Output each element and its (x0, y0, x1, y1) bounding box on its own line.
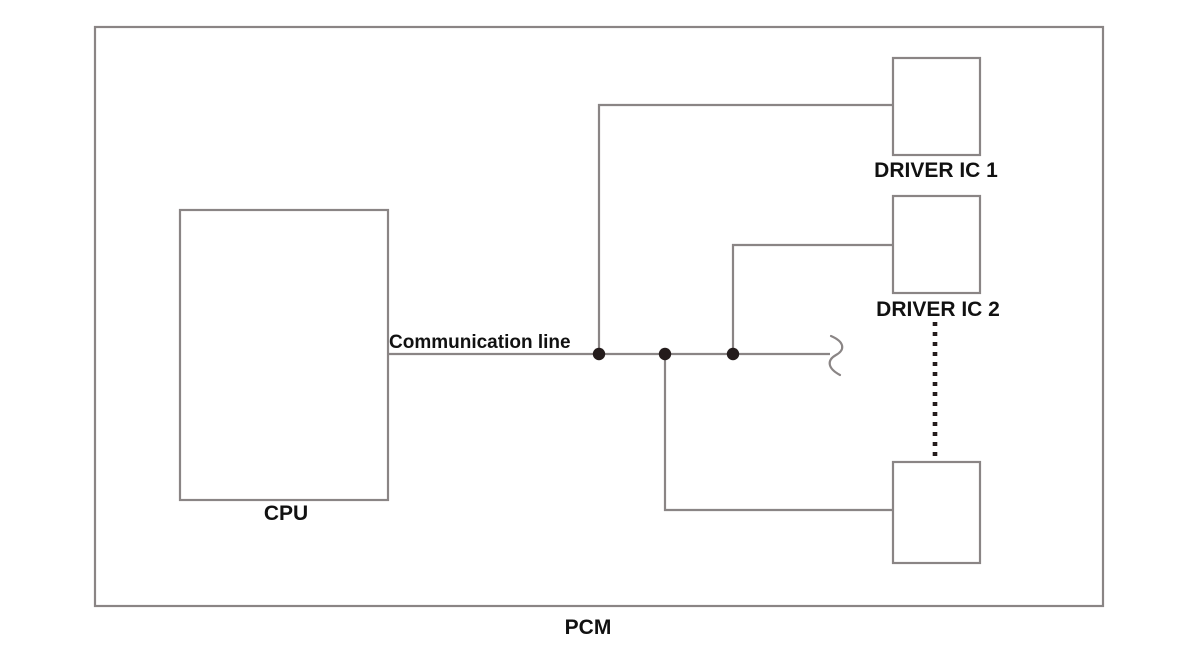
driver-ic-n-block (891, 460, 982, 565)
branch-to-driver-ic-n (663, 354, 893, 512)
cpu-label: CPU (263, 502, 309, 525)
communication-line-label: Communication line (389, 332, 571, 353)
junction-dot-driver-ic-n (658, 347, 672, 361)
pcm-enclosure (93, 25, 1105, 608)
driver-ic-2-label: DRIVER IC 2 (876, 298, 1000, 321)
junction-dot-driver-ic-2 (726, 347, 740, 361)
junction-dot-driver-ic-1 (592, 347, 606, 361)
branch-to-driver-ic-2 (731, 243, 893, 354)
pcm-label: PCM (564, 616, 612, 639)
driver-ic-2-block (891, 194, 982, 295)
branch-to-driver-ic-1 (597, 103, 893, 354)
driver-ic-1-label: DRIVER IC 1 (874, 159, 998, 182)
cpu-block (178, 208, 390, 502)
driver-ic-1-block (891, 56, 982, 157)
line-break-squiggle-icon (828, 334, 844, 377)
